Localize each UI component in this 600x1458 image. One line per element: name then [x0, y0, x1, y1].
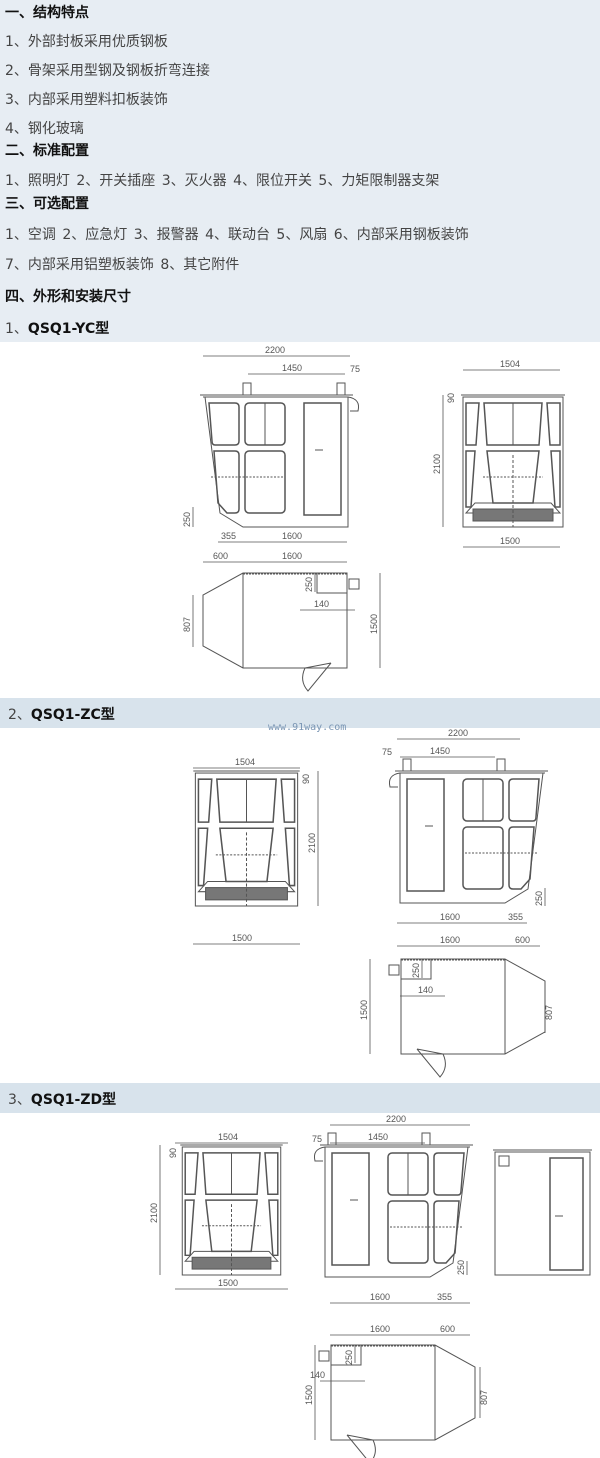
dim-overall-length: 2200 — [448, 728, 468, 738]
standard-line: 1、照明灯 2、开关插座 3、灭火器 4、限位开关 5、力矩限制器支架 — [5, 173, 440, 189]
dim-front-top-width: 1504 — [218, 1132, 238, 1142]
dim-body-length: 1600 — [282, 551, 302, 561]
dim-nose-width: 807 — [544, 1005, 554, 1020]
dim-body-length: 1600 — [370, 1292, 390, 1302]
features-heading: 一、结构特点 — [5, 5, 89, 21]
dim-box-gap: 140 — [310, 1370, 325, 1380]
model-prefix: 2、 — [8, 707, 31, 723]
dim-bottom-width: 1500 — [232, 933, 252, 943]
optional-heading: 三、可选配置 — [5, 196, 89, 212]
dim-box-offset: 250 — [411, 963, 421, 978]
dim-hook-offset: 75 — [312, 1134, 322, 1144]
feature-item: 1、外部封板采用优质钢板 — [5, 34, 168, 50]
dim-body-length: 1600 — [370, 1324, 390, 1334]
dim-box-gap: 140 — [314, 599, 329, 609]
side-view — [199, 382, 360, 528]
technical-drawing: 1504 90 2100 1500 2200 1450 75 250 1600 … — [192, 728, 554, 1078]
dim-bottom-width: 1500 — [500, 536, 520, 546]
drawing-qsq1-yc: 2200 1450 75 250 355 1600 1504 90 2100 1… — [0, 342, 600, 698]
dim-hook-offset: 75 — [382, 747, 392, 757]
dim-box-offset: 250 — [304, 577, 314, 592]
dim-top-height: 90 — [168, 1148, 178, 1158]
dim-nose-length: 600 — [515, 935, 530, 945]
feature-item: 3、内部采用塑料扣板装饰 — [5, 92, 168, 108]
feature-item: 2、骨架采用型钢及钢板折弯连接 — [5, 63, 210, 79]
dim-step-height: 250 — [182, 512, 192, 527]
dim-box-gap: 140 — [418, 985, 433, 995]
model-heading-1: 1、QSQ1-YC型 — [5, 318, 109, 338]
dim-height: 2100 — [307, 833, 317, 853]
dim-depth: 1500 — [369, 614, 379, 634]
dim-step-height: 250 — [534, 891, 544, 906]
drawing-qsq1-zd: 1504 90 2100 1500 2200 1450 75 250 1600 … — [0, 1113, 600, 1458]
dim-step-height: 250 — [456, 1260, 466, 1275]
dim-nose-width: 807 — [182, 617, 192, 632]
front-view — [192, 770, 301, 907]
end-view — [492, 1149, 593, 1276]
model-name: QSQ1-ZC型 — [30, 707, 115, 723]
dim-nose-width: 807 — [479, 1390, 489, 1405]
front-view — [179, 1144, 284, 1276]
optional-line: 1、空调 2、应急灯 3、报警器 4、联动台 5、风扇 6、内部采用钢板装饰 — [5, 227, 469, 243]
dimensions-heading: 四、外形和安装尺寸 — [5, 289, 131, 305]
dim-height: 2100 — [149, 1203, 159, 1223]
dim-depth: 1500 — [304, 1385, 314, 1405]
dim-hook-spacing: 1450 — [368, 1132, 388, 1142]
front-view — [460, 394, 566, 528]
plan-view — [202, 572, 360, 692]
intro-section: 一、结构特点 1、外部封板采用优质钢板 2、骨架采用型钢及钢板折弯连接 3、内部… — [0, 0, 600, 342]
dim-overall-length: 2200 — [265, 345, 285, 355]
technical-drawing: 2200 1450 75 250 355 1600 1504 90 2100 1… — [182, 345, 566, 692]
dim-depth: 1500 — [359, 1000, 369, 1020]
dim-nose-length: 600 — [213, 551, 228, 561]
dim-step-depth: 355 — [437, 1292, 452, 1302]
dim-step-depth: 355 — [221, 531, 236, 541]
dim-step-depth: 355 — [508, 912, 523, 922]
dim-nose-length: 600 — [440, 1324, 455, 1334]
side-view — [313, 1132, 474, 1278]
side-view — [388, 758, 549, 904]
dim-front-top-width: 1504 — [235, 757, 255, 767]
plan-view — [318, 1344, 476, 1458]
dim-top-height: 90 — [446, 393, 456, 403]
model-heading-3: 3、QSQ1-ZD型 — [0, 1083, 600, 1113]
watermark: www.91way.com — [268, 722, 347, 733]
dim-bottom-width: 1500 — [218, 1278, 238, 1288]
model-heading-2: 2、QSQ1-ZC型 — [0, 698, 600, 728]
model-prefix: 3、 — [8, 1092, 31, 1108]
model-prefix: 1、 — [5, 321, 28, 337]
model-name: QSQ1-ZD型 — [30, 1092, 117, 1108]
dim-front-top-width: 1504 — [500, 359, 520, 369]
feature-item: 4、钢化玻璃 — [5, 121, 84, 137]
optional-line: 7、内部采用铝塑板装饰 8、其它附件 — [5, 257, 240, 273]
dim-top-height: 90 — [301, 774, 311, 784]
dim-box-offset: 250 — [344, 1350, 354, 1365]
standard-heading: 二、标准配置 — [5, 143, 89, 159]
drawing-qsq1-zc: www.91way.com 1504 90 2100 1500 2200 145… — [0, 722, 600, 1083]
technical-drawing: 1504 90 2100 1500 2200 1450 75 250 1600 … — [149, 1114, 593, 1458]
dim-overall-length: 2200 — [386, 1114, 406, 1124]
dim-body-length: 1600 — [282, 531, 302, 541]
dim-hook-spacing: 1450 — [282, 363, 302, 373]
dim-hook-offset: 75 — [350, 364, 360, 374]
dim-body-length: 1600 — [440, 935, 460, 945]
dim-body-length: 1600 — [440, 912, 460, 922]
dim-hook-spacing: 1450 — [430, 746, 450, 756]
model-name: QSQ1-YC型 — [27, 321, 110, 337]
dim-height: 2100 — [432, 454, 442, 474]
